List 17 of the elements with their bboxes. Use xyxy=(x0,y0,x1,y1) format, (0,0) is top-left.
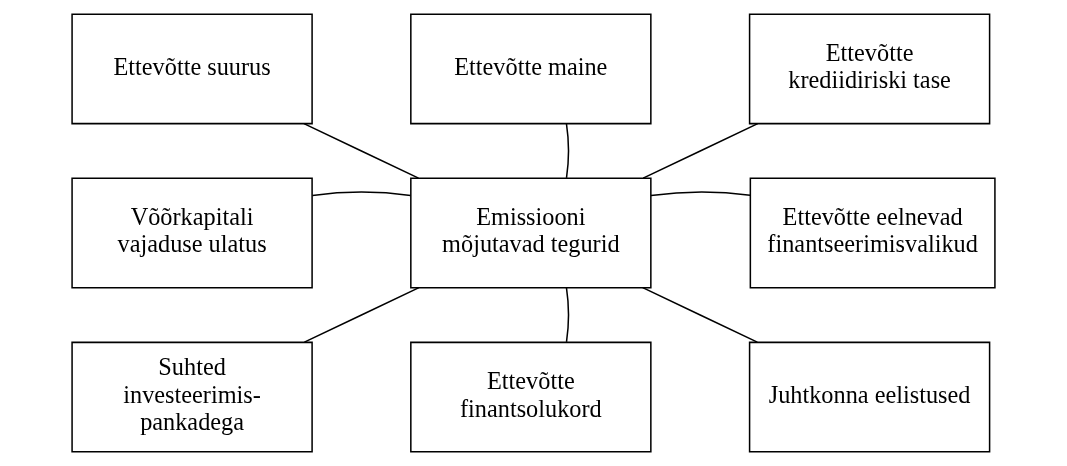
connector xyxy=(303,122,420,179)
node-box: Ettevõtte eelnevad finantseerimisvalikud xyxy=(749,177,996,289)
connector xyxy=(303,286,420,343)
connector xyxy=(641,286,759,343)
node-box: Ettevõtte krediidiriski tase xyxy=(748,13,991,125)
node-box: Ettevõtte finantsolukord xyxy=(410,341,652,453)
node-box: Ettevõtte maine xyxy=(410,13,652,125)
node-box: Emissiooni mõjutavad tegurid xyxy=(410,177,652,289)
node-box: Võõrkapitali vajaduse ulatus xyxy=(71,177,313,289)
connector xyxy=(565,122,570,179)
node-box: Suhted investeerimis- pankadega xyxy=(71,341,313,453)
node-box: Juhtkonna eelistused xyxy=(748,341,991,453)
connector xyxy=(311,191,412,197)
connector xyxy=(642,122,759,179)
connector xyxy=(565,286,570,343)
connector xyxy=(650,191,751,197)
node-box: Ettevõtte suurus xyxy=(71,13,313,125)
